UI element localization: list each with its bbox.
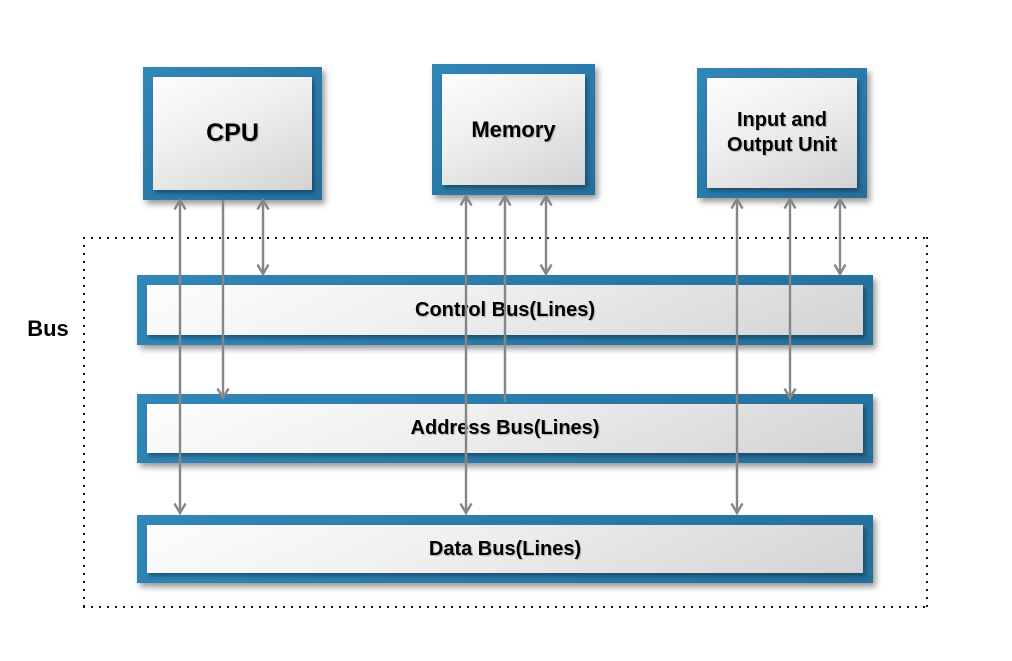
address-bus-panel: Address Bus(Lines)	[147, 404, 863, 453]
arrowhead-up	[730, 196, 744, 210]
arrowhead-up	[783, 196, 797, 210]
arrowhead-up	[256, 197, 270, 211]
input-output-unit-label: Input and Output Unit	[727, 109, 837, 156]
arrowhead-up	[833, 196, 847, 210]
input-output-unit-panel: Input and Output Unit	[707, 78, 857, 188]
input-output-unit-box: Input and Output Unit	[697, 68, 867, 198]
address-bus-label: Address Bus(Lines)	[410, 417, 600, 439]
memory-unit-box: Memory	[432, 64, 595, 195]
cpu-unit-panel: CPU	[153, 77, 312, 190]
cpu-unit-box: CPU	[143, 67, 322, 200]
address-bus-bar: Address Bus(Lines)	[137, 394, 873, 463]
arrowhead-up	[459, 193, 473, 207]
arrowhead-up	[498, 193, 512, 207]
data-bus-bar: Data Bus(Lines)	[137, 515, 873, 583]
control-bus-panel: Control Bus(Lines)	[147, 285, 863, 335]
memory-unit-label: Memory	[471, 116, 556, 142]
bus-region-label: Bus	[27, 316, 69, 341]
memory-unit-panel: Memory	[442, 74, 585, 185]
control-bus-label: Control Bus(Lines)	[415, 298, 595, 321]
data-bus-label: Data Bus(Lines)	[428, 537, 582, 560]
cpu-unit-label: CPU	[206, 118, 259, 147]
arrowhead-up	[173, 197, 187, 211]
arrowhead-up	[539, 193, 553, 207]
data-bus-panel: Data Bus(Lines)	[147, 525, 863, 573]
control-bus-bar: Control Bus(Lines)	[137, 275, 873, 345]
